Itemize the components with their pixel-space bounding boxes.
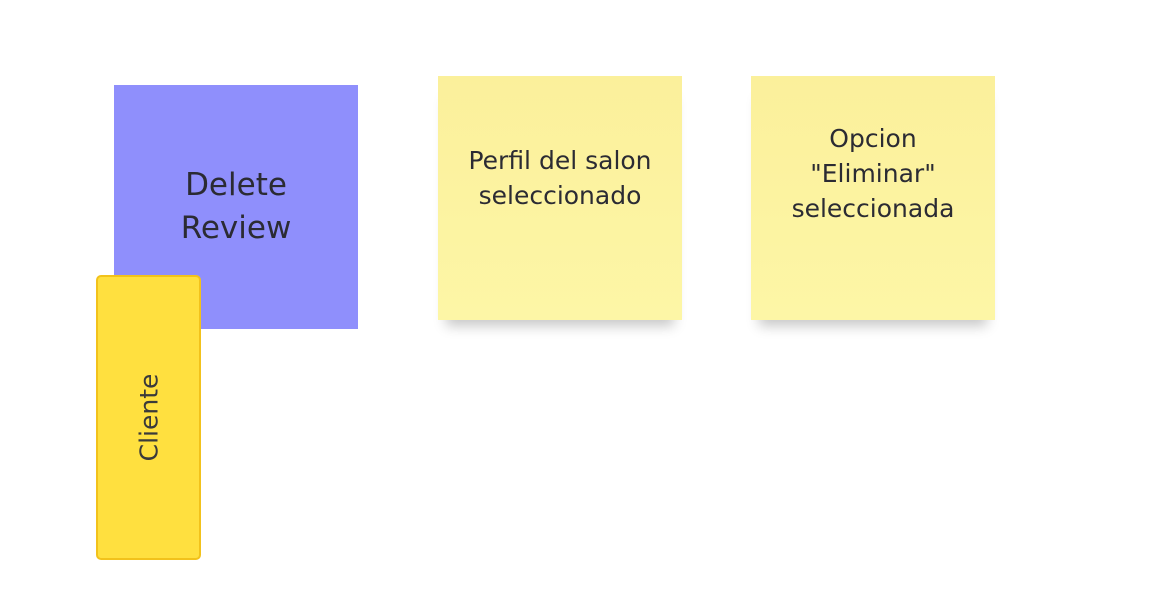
actor-card-label: Cliente <box>133 373 163 462</box>
sticky-note-text: Delete Review <box>180 167 292 246</box>
sticky-note-text: Opcion "Eliminar" seleccionada <box>791 123 955 223</box>
actor-card-cliente[interactable]: Cliente <box>96 275 201 560</box>
sticky-note-perfil-salon[interactable]: Perfil del salon seleccionado <box>438 76 682 320</box>
sticky-note-opcion-eliminar[interactable]: Opcion "Eliminar" seleccionada <box>751 76 995 320</box>
sticky-note-text: Perfil del salon seleccionado <box>468 146 652 210</box>
